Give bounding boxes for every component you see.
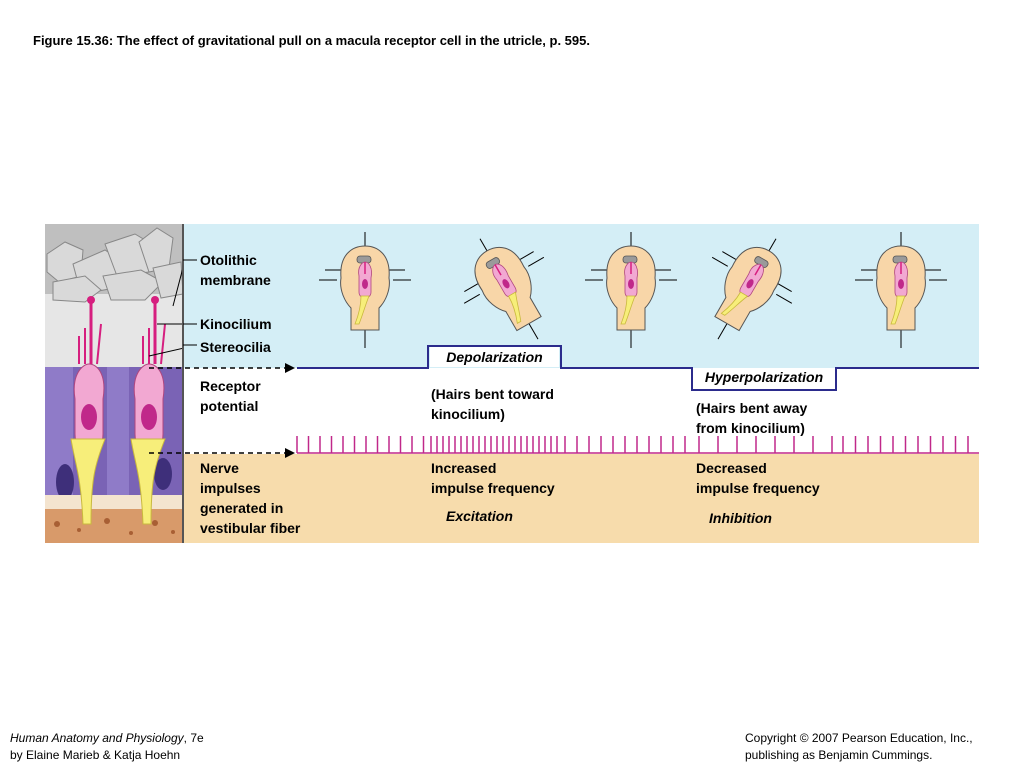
head-figure xyxy=(455,232,555,352)
hyperpolarization-label: Hyperpolarization xyxy=(704,369,824,385)
stereocilia-label: Stereocilia xyxy=(200,339,271,355)
inhibition-label: Inhibition xyxy=(709,510,772,526)
book-edition: , 7e xyxy=(183,731,204,745)
publisher-line: publishing as Benjamin Cummings. xyxy=(745,748,933,762)
hyperpolarization-box xyxy=(693,368,835,389)
impulse-spikes xyxy=(296,436,969,453)
copyright-notice: Copyright © 2007 Pearson Education, Inc.… xyxy=(745,730,973,764)
background-band-lower xyxy=(45,454,979,543)
divider-line xyxy=(182,224,184,543)
head-figure xyxy=(851,232,951,352)
book-authors: by Elaine Marieb & Katja Hoehn xyxy=(10,748,181,762)
excitation-label: Excitation xyxy=(446,508,513,524)
hair-cell-left xyxy=(70,296,106,525)
book-credit: Human Anatomy and Physiology, 7e by Elai… xyxy=(10,730,204,764)
copyright-line: Copyright © 2007 Pearson Education, Inc.… xyxy=(745,731,973,745)
book-title: Human Anatomy and Physiology xyxy=(10,731,184,745)
figure-title: Figure 15.36: The effect of gravitationa… xyxy=(33,33,590,48)
macula-tissue-illustration xyxy=(45,224,183,543)
head-figure xyxy=(315,232,415,352)
head-figure xyxy=(581,232,681,352)
hair-cell-right xyxy=(130,296,166,525)
head-figure xyxy=(701,232,801,352)
receptor-potential-trace xyxy=(297,345,979,391)
otolith-crystals xyxy=(46,227,183,303)
depolarization-label: Depolarization xyxy=(430,347,559,367)
kinocilium-label: Kinocilium xyxy=(200,316,272,332)
response-graph xyxy=(149,259,979,458)
